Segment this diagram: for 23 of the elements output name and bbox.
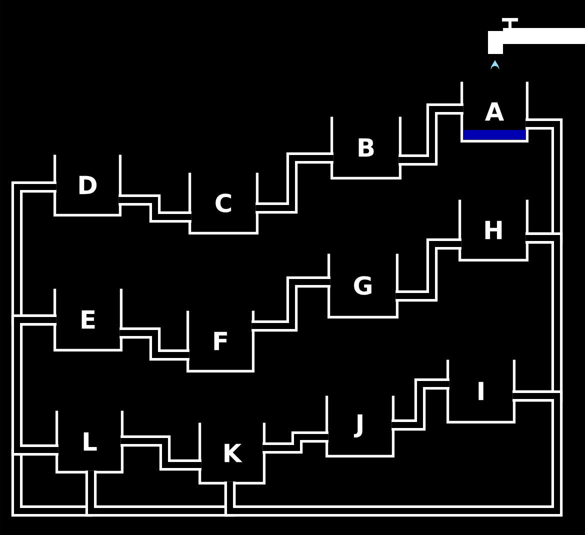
pipe <box>11 314 58 456</box>
tank: B <box>330 116 402 180</box>
tank: C <box>188 172 258 234</box>
pipe <box>224 390 563 517</box>
pipe <box>118 194 192 223</box>
tank: H <box>458 200 528 262</box>
tank: D <box>54 154 122 216</box>
tank: F <box>186 310 254 372</box>
tank: A <box>460 82 528 142</box>
pipe <box>398 103 464 166</box>
pipe <box>262 431 328 454</box>
pipe <box>396 238 462 302</box>
pipe <box>120 327 190 361</box>
tank: L <box>56 410 124 474</box>
pipe <box>120 435 202 471</box>
tank: J <box>326 396 394 458</box>
pipe <box>392 378 450 431</box>
tank: K <box>198 422 266 484</box>
tank: I <box>446 360 516 424</box>
pipe <box>252 276 330 332</box>
tank: E <box>54 288 122 352</box>
tank: G <box>328 254 398 318</box>
pipe <box>256 152 334 214</box>
